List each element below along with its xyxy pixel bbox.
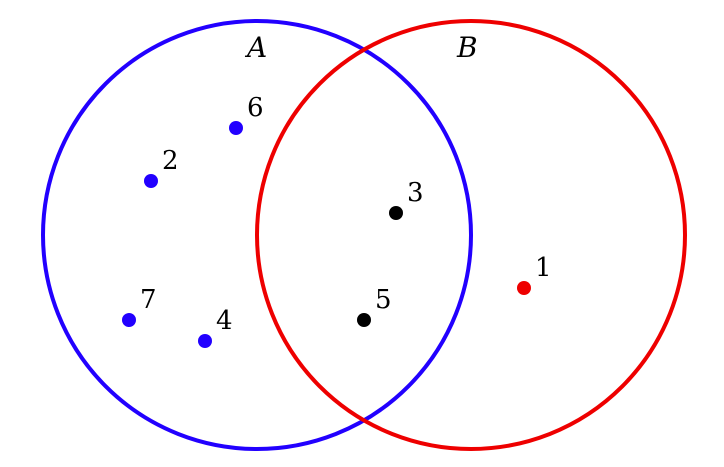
element-2-point <box>144 174 158 188</box>
element-3-label: 3 <box>407 178 424 208</box>
element-2-label: 2 <box>162 146 179 176</box>
element-7-label: 7 <box>140 285 157 315</box>
element-4-label: 4 <box>216 306 233 336</box>
element-6-point <box>229 121 243 135</box>
element-1-label: 1 <box>535 253 552 283</box>
set-b-circle <box>255 19 687 451</box>
element-5-label: 5 <box>375 285 392 315</box>
element-4-point <box>198 334 212 348</box>
element-5-point <box>357 313 371 327</box>
element-7-point <box>122 313 136 327</box>
set-b-label: B <box>456 31 478 64</box>
element-1-point <box>517 281 531 295</box>
set-a-label: A <box>244 31 267 64</box>
element-3-point <box>389 206 403 220</box>
element-6-label: 6 <box>247 93 264 123</box>
set-a-circle <box>41 19 473 451</box>
